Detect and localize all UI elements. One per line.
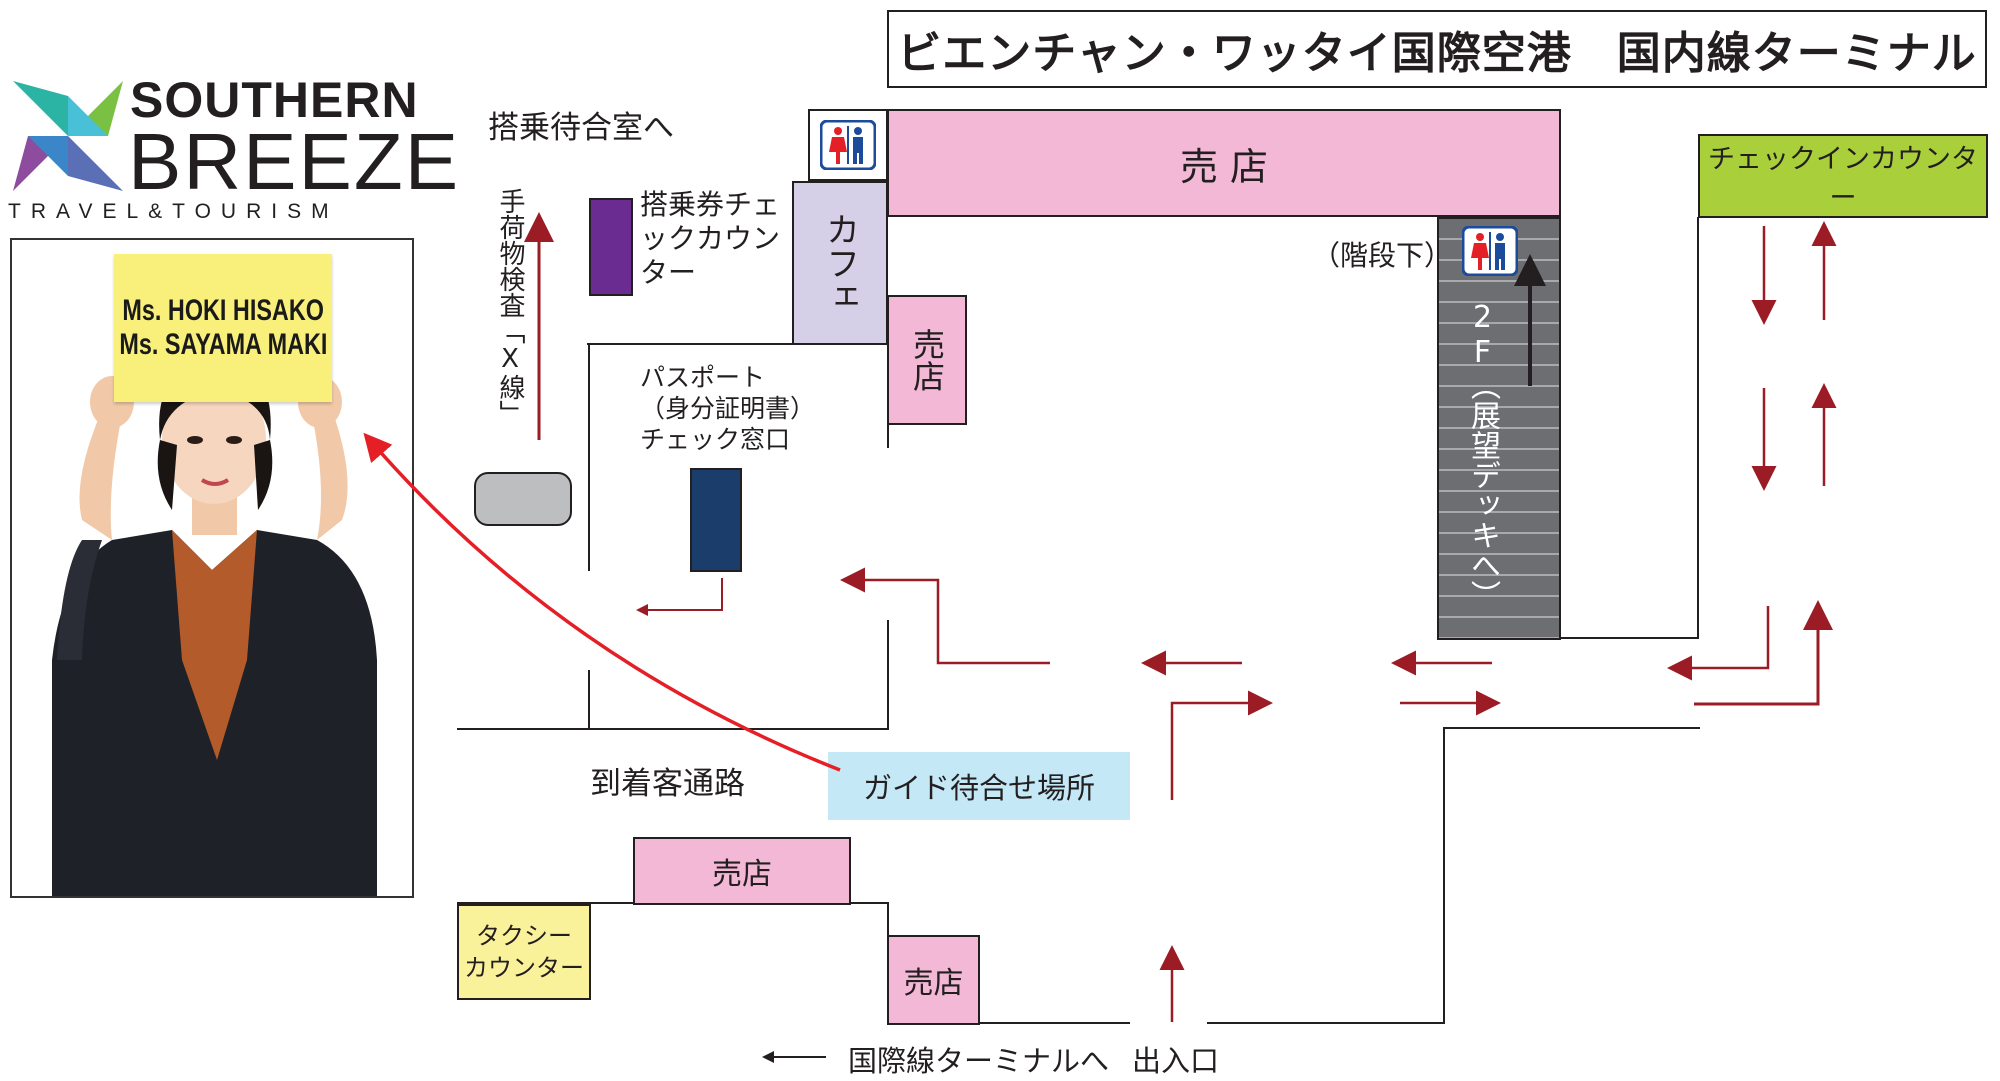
- wall: [1207, 1022, 1445, 1024]
- baggage-xray-label: 手荷物検査「X線」: [495, 188, 525, 426]
- wall: [1443, 727, 1445, 1024]
- guide-pointer-arrow: [363, 432, 841, 772]
- guide-person-illustration: [52, 358, 377, 896]
- wall: [1443, 727, 1700, 729]
- wall: [587, 343, 887, 345]
- restroom-sign-stairs: [1460, 224, 1520, 278]
- wall: [457, 728, 889, 730]
- brand-name-line2: BREEZE: [128, 117, 461, 206]
- passport-check-label: パスポート （身分証明書） チェック窓口: [640, 362, 815, 455]
- to-international-label: 国際線ターミナルへ: [848, 1044, 1110, 1078]
- shop-main-label: 売 店: [1179, 144, 1269, 189]
- arrow-from-entrance: [1170, 690, 1273, 800]
- restroom-icon: [820, 120, 876, 170]
- brand-logo: SOUTHERN BREEZE TRAVEL&TOURISM: [8, 72, 458, 232]
- restroom-sign: [808, 109, 888, 181]
- shop-main: 売 店: [887, 109, 1561, 217]
- wall: [1559, 637, 1699, 639]
- stairs-label: 2F（展望デッキへ）: [1465, 300, 1500, 610]
- guide-meeting-point: ガイド待合せ場所: [828, 752, 1130, 820]
- wall: [978, 1022, 1130, 1024]
- boarding-pass-counter-label: 搭乗券チェックカウンター: [640, 188, 781, 289]
- shop-side-label: 売店: [908, 328, 946, 392]
- shop-bottom: 売店: [887, 935, 980, 1025]
- shop-side: 売店: [887, 295, 967, 425]
- guide-photo-frame: Ms. HOKI HISAKO Ms. SAYAMA MAKI: [10, 238, 414, 898]
- taxi-counter: タクシー カウンター: [457, 904, 591, 1000]
- guide-meeting-point-label: ガイド待合せ場所: [862, 771, 1095, 805]
- taxi-counter-line2: カウンター: [464, 954, 584, 982]
- arrow-checkin-in: [1694, 600, 1833, 706]
- wall: [588, 343, 590, 571]
- passport-check-line3: チェック窓口: [640, 425, 791, 454]
- passport-window-block: [690, 468, 742, 572]
- shop-mid: 売店: [633, 837, 851, 905]
- map-title: ビエンチャン・ワッタイ国際空港 国内線ターミナル: [897, 28, 1977, 79]
- passport-check-line1: パスポート: [640, 363, 766, 392]
- brand-name-line1: SOUTHERN: [130, 72, 419, 128]
- passport-check-line2: （身分証明書）: [640, 394, 816, 423]
- xray-scanner: [474, 472, 572, 526]
- name-sign-line2: Ms. SAYAMA MAKI: [118, 328, 328, 361]
- shop-bottom-label: 売店: [903, 966, 964, 1001]
- pinwheel-logo-icon: [13, 81, 123, 191]
- cafe-label: カフェ: [819, 212, 860, 314]
- wall: [887, 620, 889, 728]
- arrival-corridor-label: 到着客通路: [590, 766, 745, 802]
- checkin-counter: チェックインカウンター: [1698, 134, 1988, 218]
- checkin-counter-label: チェックインカウンター: [1708, 144, 1978, 214]
- boarding-pass-counter-block: [589, 198, 633, 296]
- shop-mid-label: 売店: [712, 857, 772, 892]
- wall: [588, 670, 590, 728]
- taxi-counter-line1: タクシー: [476, 922, 572, 950]
- name-sign: Ms. HOKI HISAKO Ms. SAYAMA MAKI: [114, 254, 332, 402]
- brand-tagline: TRAVEL&TOURISM: [8, 200, 339, 223]
- boarding-lounge-label: 搭乗待合室へ: [488, 110, 674, 146]
- arrow-checkin-out: [1667, 606, 1770, 681]
- arrow-passport-out: [636, 578, 723, 616]
- entrance-label: 出入口: [1132, 1044, 1220, 1078]
- stairs-block: [1437, 217, 1561, 640]
- cafe: カフェ: [792, 181, 888, 345]
- map-title-box: ビエンチャン・ワッタイ国際空港 国内線ターミナル: [887, 10, 1987, 88]
- under-stairs-label: （階段下）: [1312, 239, 1453, 272]
- name-sign-line1: Ms. HOKI HISAKO: [122, 294, 324, 327]
- wall: [1697, 217, 1699, 637]
- restroom-icon-stairs: [1462, 226, 1518, 276]
- arrow-corridor-to-check: [840, 567, 1050, 665]
